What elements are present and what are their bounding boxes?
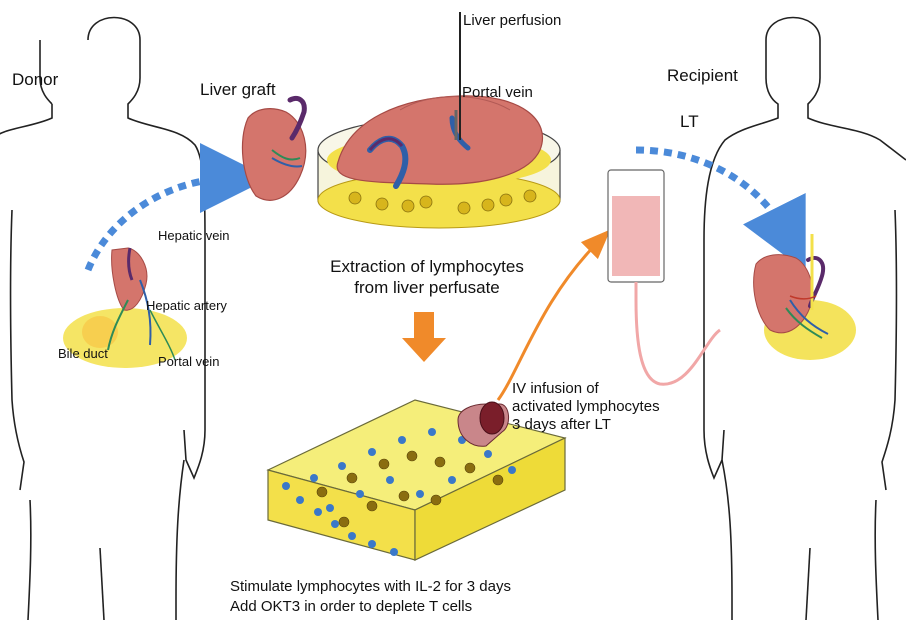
liver-graft-label: Liver graft	[200, 80, 276, 100]
hepatic-vein-label: Hepatic vein	[158, 228, 230, 243]
stimulate-caption: Stimulate lymphocytes with IL-2 for 3 da…	[230, 578, 511, 595]
recipient-organs-icon	[754, 234, 856, 360]
liver-graft-icon	[242, 99, 305, 201]
liver-perfusion-label: Liver perfusion	[463, 12, 561, 29]
portal-vein-donor-label: Portal vein	[158, 354, 219, 369]
okt3-caption: Add OKT3 in order to deplete T cells	[230, 598, 472, 615]
petri-dish-icon	[318, 12, 560, 228]
donor-to-graft-arrow	[88, 178, 235, 270]
recipient-label: Recipient	[667, 66, 738, 86]
donor-label: Donor	[12, 70, 58, 90]
bile-duct-label: Bile duct	[58, 346, 108, 361]
down-arrow-icon	[402, 312, 446, 362]
extraction-caption: Extraction of lymphocytes from liver per…	[302, 256, 552, 298]
hepatic-artery-label: Hepatic artery	[146, 298, 227, 313]
iv-infusion-caption: IV infusion of activated lymphocytes 3 d…	[512, 380, 660, 434]
portal-vein-top-label: Portal vein	[462, 84, 533, 101]
lt-label: LT	[680, 112, 699, 132]
